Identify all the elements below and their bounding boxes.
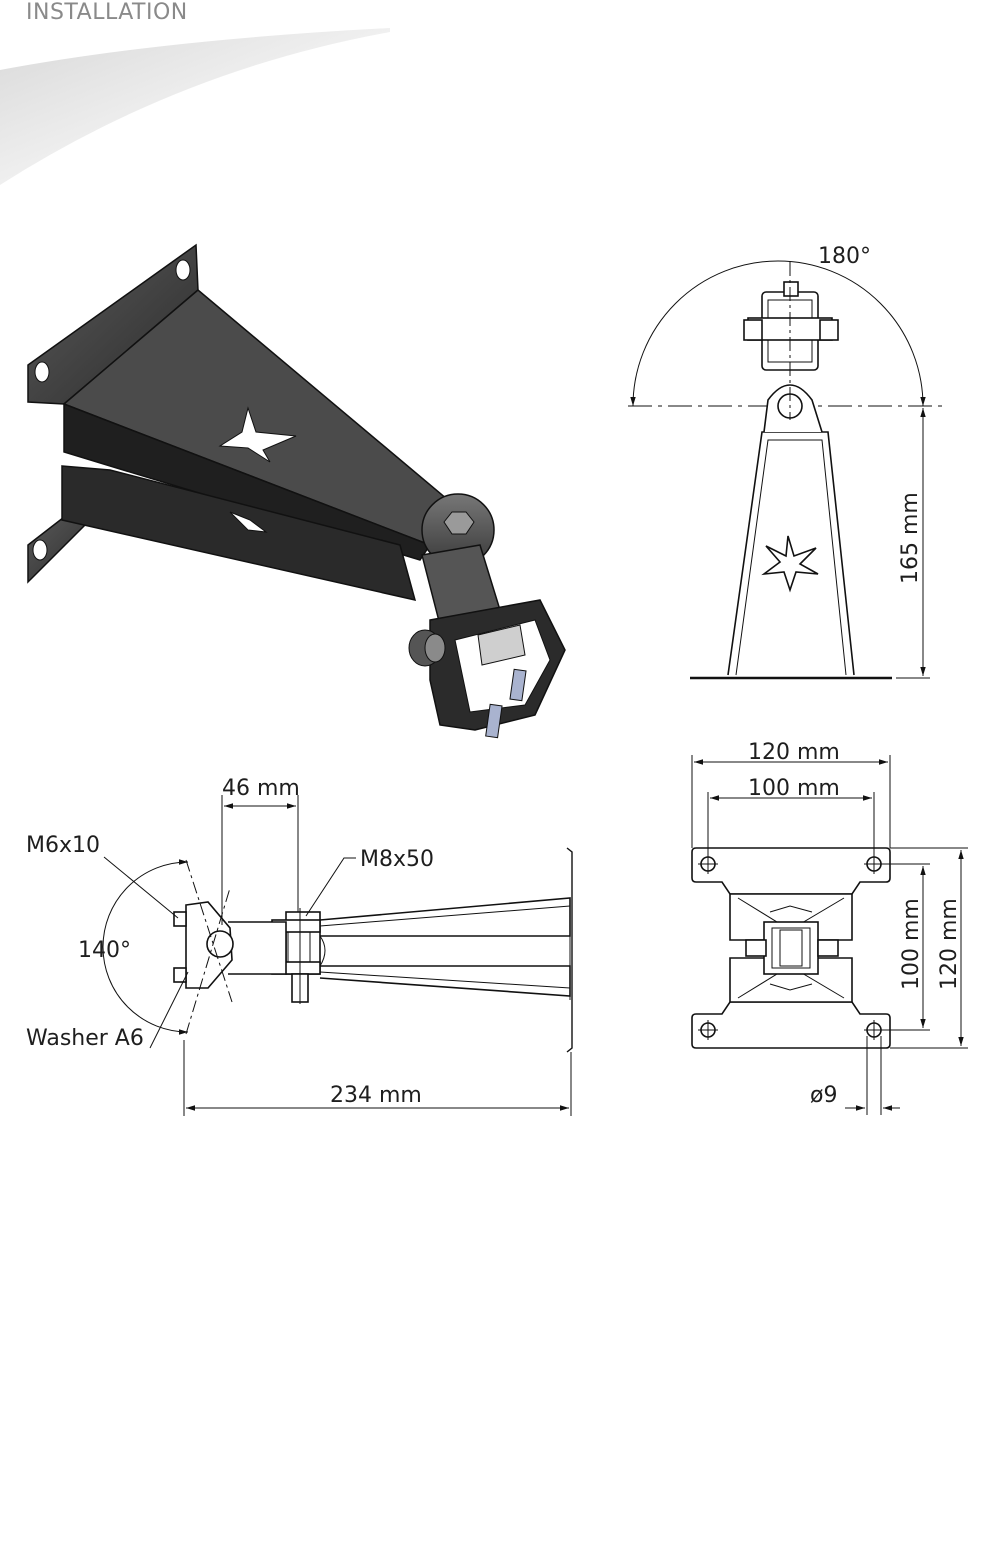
screw-m6x10-label: M6x10 [26,833,100,858]
plate-outer-height-label: 120 mm [937,898,962,990]
top-view-drawing: 180° 165 mm [628,244,945,678]
height-165-label: 165 mm [898,492,923,584]
bolt-m8x50-label: M8x50 [360,847,434,872]
plate-view-drawing: 120 mm 100 mm 100 mm 120 mm ø9 [692,740,968,1115]
side-view-drawing: 46 mm M6x10 M8x50 140° Washer A6 234 mm [26,776,572,1116]
length-234-label: 234 mm [330,1083,422,1108]
offset-46-label: 46 mm [222,776,300,801]
angle-180-label: 180° [818,244,871,269]
hole-diameter-label: ø9 [810,1083,837,1108]
plate-inner-height-label: 100 mm [899,898,924,990]
plate-inner-width-label: 100 mm [748,776,840,801]
plate-outer-width-label: 120 mm [748,740,840,765]
washer-a6-label: Washer A6 [26,1026,144,1051]
angle-140-label: 140° [78,938,131,963]
bracket-3d-render [28,245,565,738]
